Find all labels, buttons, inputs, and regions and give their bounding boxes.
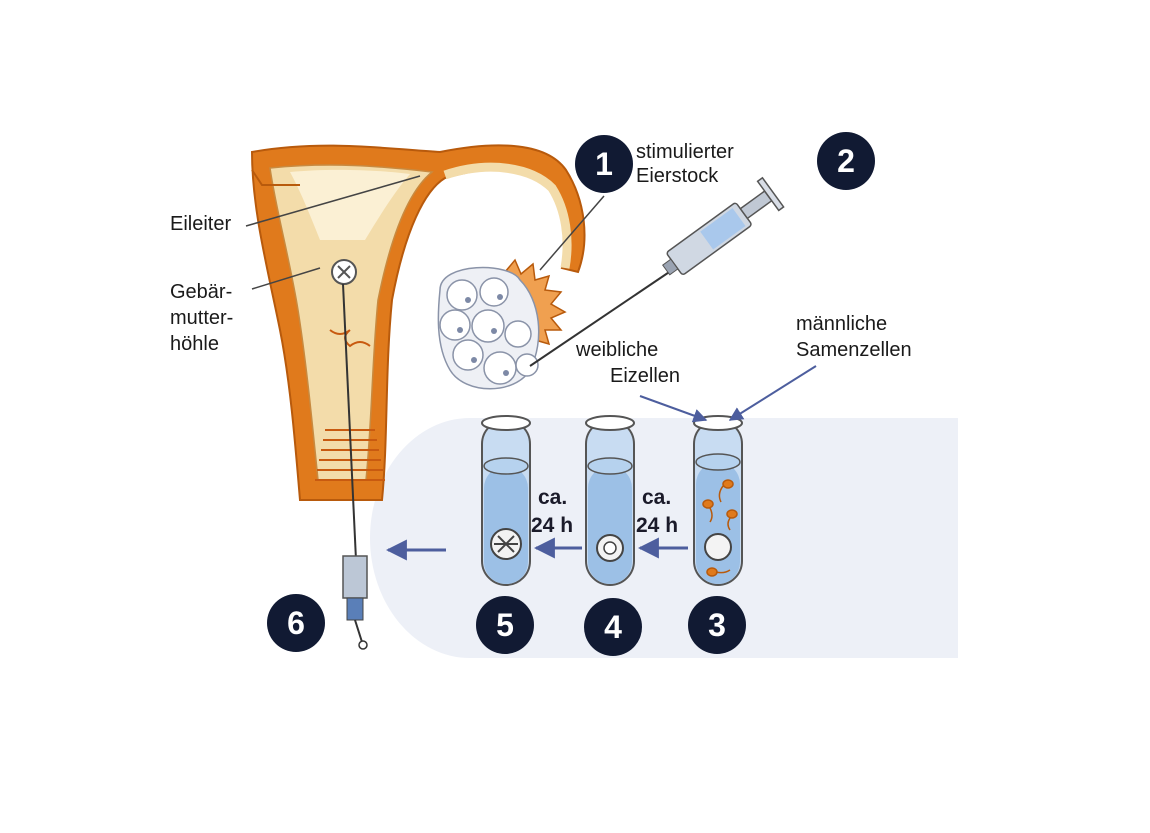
label-duration-a-line2: 24 h	[531, 514, 574, 537]
label-uterine-cavity-line3: höhle	[170, 333, 219, 355]
label-uterine-cavity-line1: Gebär-	[170, 281, 233, 303]
label-uterine-cavity-line2: mutter-	[170, 307, 234, 329]
transfer-catheter	[342, 283, 368, 650]
step-badge-2: 2	[817, 132, 875, 190]
step-badge-4: 4	[584, 598, 642, 656]
step-badge-5: 5	[476, 596, 534, 654]
tube-5	[481, 415, 531, 586]
label-duration-b-line2: 24 h	[636, 514, 679, 537]
label-ovary-line2: Eierstock	[636, 165, 719, 187]
label-fallopian-tube: Eileiter	[170, 213, 232, 235]
step-badge-6: 6	[267, 594, 325, 652]
label-sperm-cells-line1: männliche	[796, 313, 888, 335]
label-duration-b-line1: ca.	[642, 486, 672, 509]
label-duration-a-line1: ca.	[538, 486, 568, 509]
tube-3	[693, 415, 743, 586]
ovary-illustration	[437, 258, 567, 390]
label-egg-cells-line2: Eizellen	[610, 365, 681, 387]
step-badge-3: 3	[688, 596, 746, 654]
aspiration-syringe	[529, 176, 785, 367]
step-badge-1: 1	[575, 135, 633, 193]
leader-lines	[245, 175, 605, 290]
label-egg-cells-line1: weibliche	[576, 339, 659, 361]
label-sperm-cells-line2: Samenzellen	[796, 339, 912, 361]
label-ovary-line1: stimulierter	[636, 141, 734, 163]
tube-4	[585, 415, 635, 586]
